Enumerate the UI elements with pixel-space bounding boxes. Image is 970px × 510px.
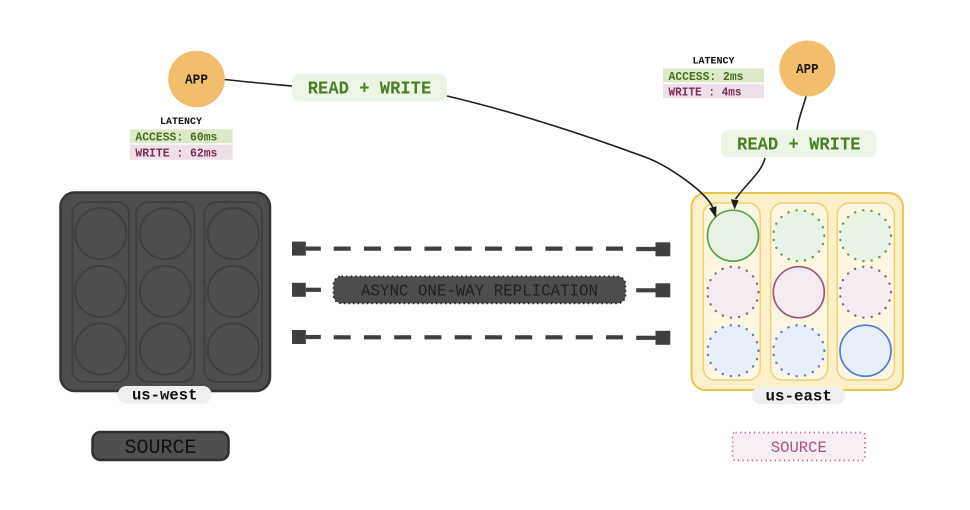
svg-text:SOURCE: SOURCE: [125, 437, 197, 460]
svg-text:READ + WRITE: READ + WRITE: [737, 136, 861, 156]
svg-text:LATENCY: LATENCY: [160, 116, 203, 128]
svg-text:WRITE : 62ms: WRITE : 62ms: [135, 147, 217, 161]
svg-text:ASYNC ONE-WAY REPLICATION: ASYNC ONE-WAY REPLICATION: [361, 282, 598, 301]
svg-text:ACCESS: 2ms: ACCESS: 2ms: [669, 70, 744, 84]
svg-text:LATENCY: LATENCY: [693, 56, 736, 68]
svg-text:APP: APP: [185, 74, 208, 89]
svg-text:us-west: us-west: [132, 386, 198, 404]
svg-text:WRITE : 4ms: WRITE : 4ms: [669, 85, 742, 99]
svg-text:ACCESS: 60ms: ACCESS: 60ms: [135, 131, 217, 145]
svg-text:us-east: us-east: [766, 387, 832, 405]
svg-text:SOURCE: SOURCE: [771, 439, 827, 457]
svg-text:APP: APP: [796, 63, 819, 78]
svg-text:READ + WRITE: READ + WRITE: [308, 80, 432, 100]
